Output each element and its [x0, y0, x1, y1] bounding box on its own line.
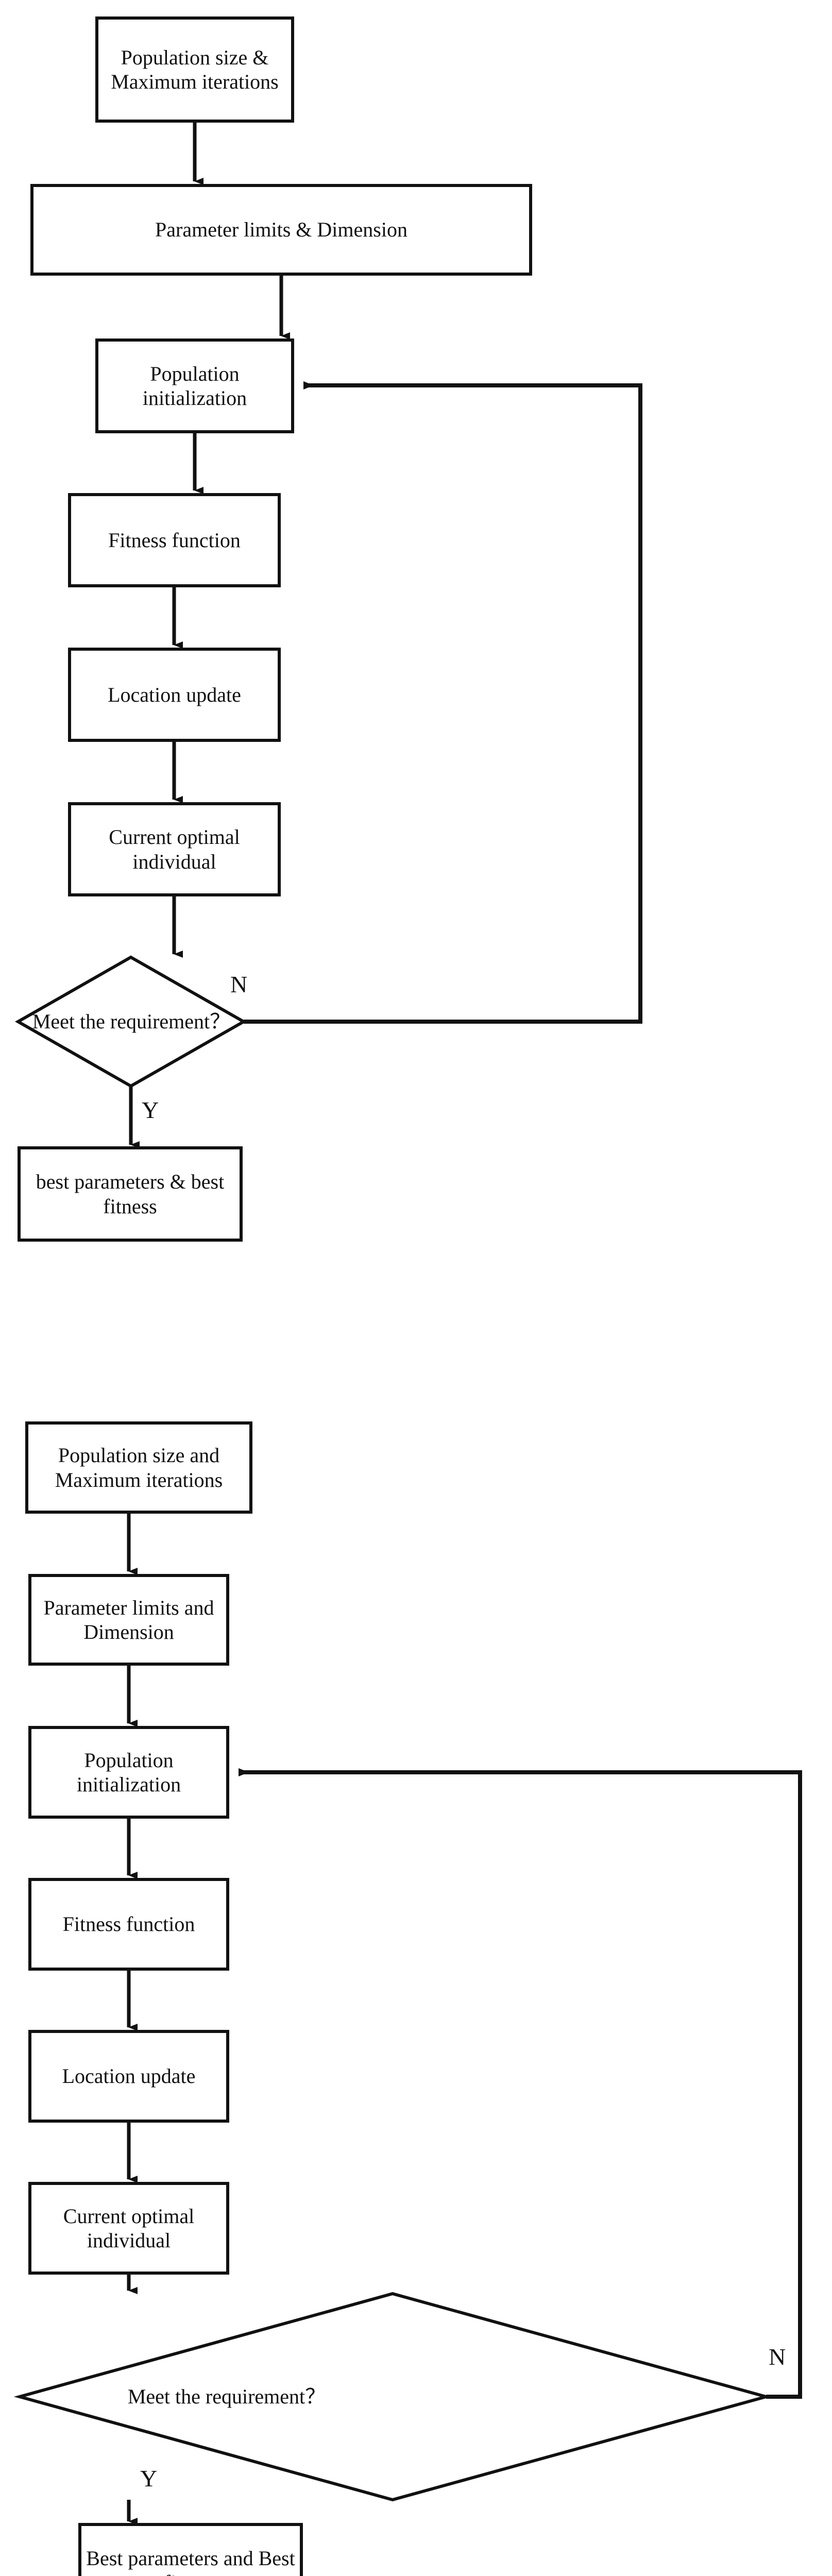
node-population-initialization-top — [95, 338, 294, 433]
flowchart-top-group — [14, 16, 642, 1242]
edge-label-yes-bottom: Y — [140, 2465, 158, 2492]
node-meet-requirement-decision-top — [14, 955, 247, 1088]
node-location-update-top — [68, 648, 281, 742]
node-population-size-max-iterations-bottom — [25, 1421, 252, 1514]
node-fitness-function-top — [68, 493, 281, 587]
node-population-size-max-iterations-top — [95, 16, 294, 123]
edge-label-no-top: N — [230, 971, 248, 997]
edge-label-yes-top: Y — [142, 1097, 159, 1123]
node-parameter-limits-dimension-top — [30, 184, 532, 276]
node-meet-requirement-decision-bottom — [13, 2292, 772, 2502]
flowchart-bottom-group — [13, 1421, 802, 2576]
connector-bottom-feedback-loop — [239, 1768, 802, 2399]
node-parameter-limits-dimension-bottom — [28, 1574, 229, 1666]
node-best-parameters-fitness-bottom — [78, 2523, 303, 2576]
node-fitness-function-bottom — [28, 1878, 229, 1971]
connector-top-feedback-loop — [244, 381, 642, 1024]
node-best-parameters-fitness-top — [18, 1146, 243, 1242]
node-population-initialization-bottom — [28, 1726, 229, 1819]
node-current-optimal-individual-top — [68, 802, 281, 896]
node-location-update-bottom — [28, 2030, 229, 2123]
edge-label-no-bottom: N — [769, 2344, 786, 2370]
node-current-optimal-individual-bottom — [28, 2182, 229, 2275]
